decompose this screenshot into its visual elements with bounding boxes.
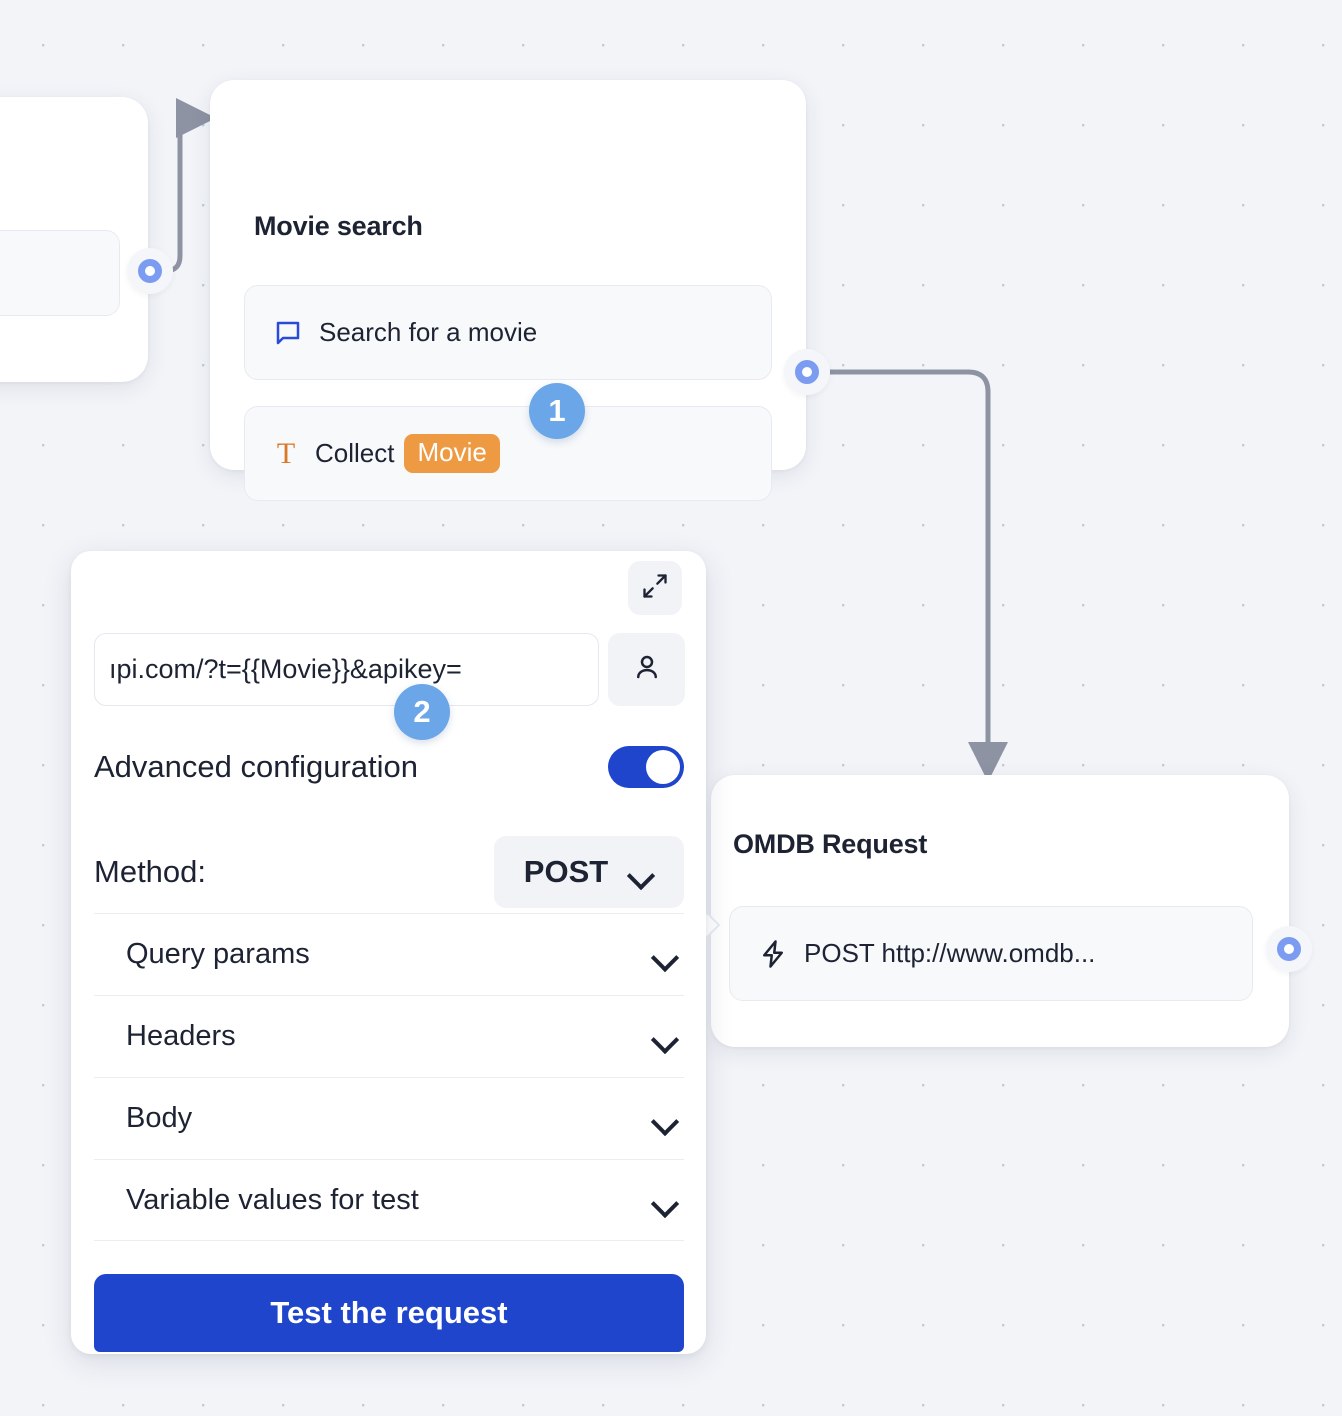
message-icon [273, 318, 303, 348]
method-select[interactable]: POST [494, 836, 684, 908]
node-movie-search[interactable]: Movie search Search for a movie T Collec… [210, 80, 806, 501]
method-label: Method: [94, 854, 207, 889]
previous-node[interactable] [0, 97, 148, 382]
node-title: OMDB Request [733, 829, 928, 859]
node-row-label: POST http://www.omdb... [804, 938, 1096, 968]
chevron-down-icon[interactable] [652, 1111, 678, 1126]
advanced-configuration-row: Advanced configuration [94, 746, 684, 788]
connection-handle-movie-output[interactable] [784, 349, 830, 395]
variable-tag-movie[interactable]: Movie [404, 434, 500, 473]
step-badge-1: 1 [529, 383, 585, 439]
collect-label: Collect [315, 438, 395, 468]
chevron-down-icon[interactable] [652, 1029, 678, 1044]
section-variable-values-for-test[interactable]: Variable values for test [94, 1159, 684, 1241]
advanced-configuration-label: Advanced configuration [94, 749, 419, 784]
connection-handle-previous-output[interactable] [127, 248, 173, 294]
chevron-down-icon [628, 865, 654, 880]
expand-diagonal-icon [641, 572, 669, 605]
request-url-input[interactable] [94, 633, 599, 706]
lightning-bolt-icon [758, 939, 788, 969]
node-row-label: Collect Movie [315, 434, 500, 473]
method-row: Method: POST [94, 836, 684, 908]
advanced-configuration-toggle[interactable] [608, 746, 684, 788]
previous-node-row[interactable] [0, 230, 120, 316]
chevron-down-icon[interactable] [652, 947, 678, 962]
request-configuration-panel[interactable]: Advanced configuration Method: POST Quer… [71, 551, 706, 1354]
section-label: Headers [126, 1020, 236, 1052]
section-headers[interactable]: Headers [94, 995, 684, 1077]
test-the-request-button[interactable]: Test the request [94, 1274, 684, 1352]
person-icon [632, 652, 662, 687]
node-row-post-request[interactable]: POST http://www.omdb... [729, 906, 1253, 1001]
url-row [94, 633, 685, 706]
section-label: Query params [126, 938, 310, 970]
auth-user-button[interactable] [608, 633, 685, 706]
section-label: Variable values for test [126, 1183, 419, 1216]
configuration-sections: Query params Headers Body Variable value… [94, 913, 684, 1241]
step-badge-2: 2 [394, 684, 450, 740]
section-label: Body [126, 1102, 193, 1134]
node-title: Movie search [254, 211, 423, 241]
section-body[interactable]: Body [94, 1077, 684, 1159]
node-omdb-request[interactable]: OMDB Request POST http://www.omdb... [698, 775, 1289, 1047]
chevron-down-icon[interactable] [652, 1193, 678, 1208]
text-field-icon: T [276, 436, 296, 470]
expand-panel-button[interactable] [628, 561, 682, 615]
method-value: POST [523, 854, 609, 889]
node-row-search-for-a-movie[interactable]: Search for a movie [244, 285, 772, 380]
connection-handle-omdb-output[interactable] [1266, 926, 1312, 972]
node-row-collect-movie[interactable]: T Collect Movie [244, 406, 772, 501]
node-row-label: Search for a movie [319, 317, 538, 347]
section-query-params[interactable]: Query params [94, 913, 684, 995]
